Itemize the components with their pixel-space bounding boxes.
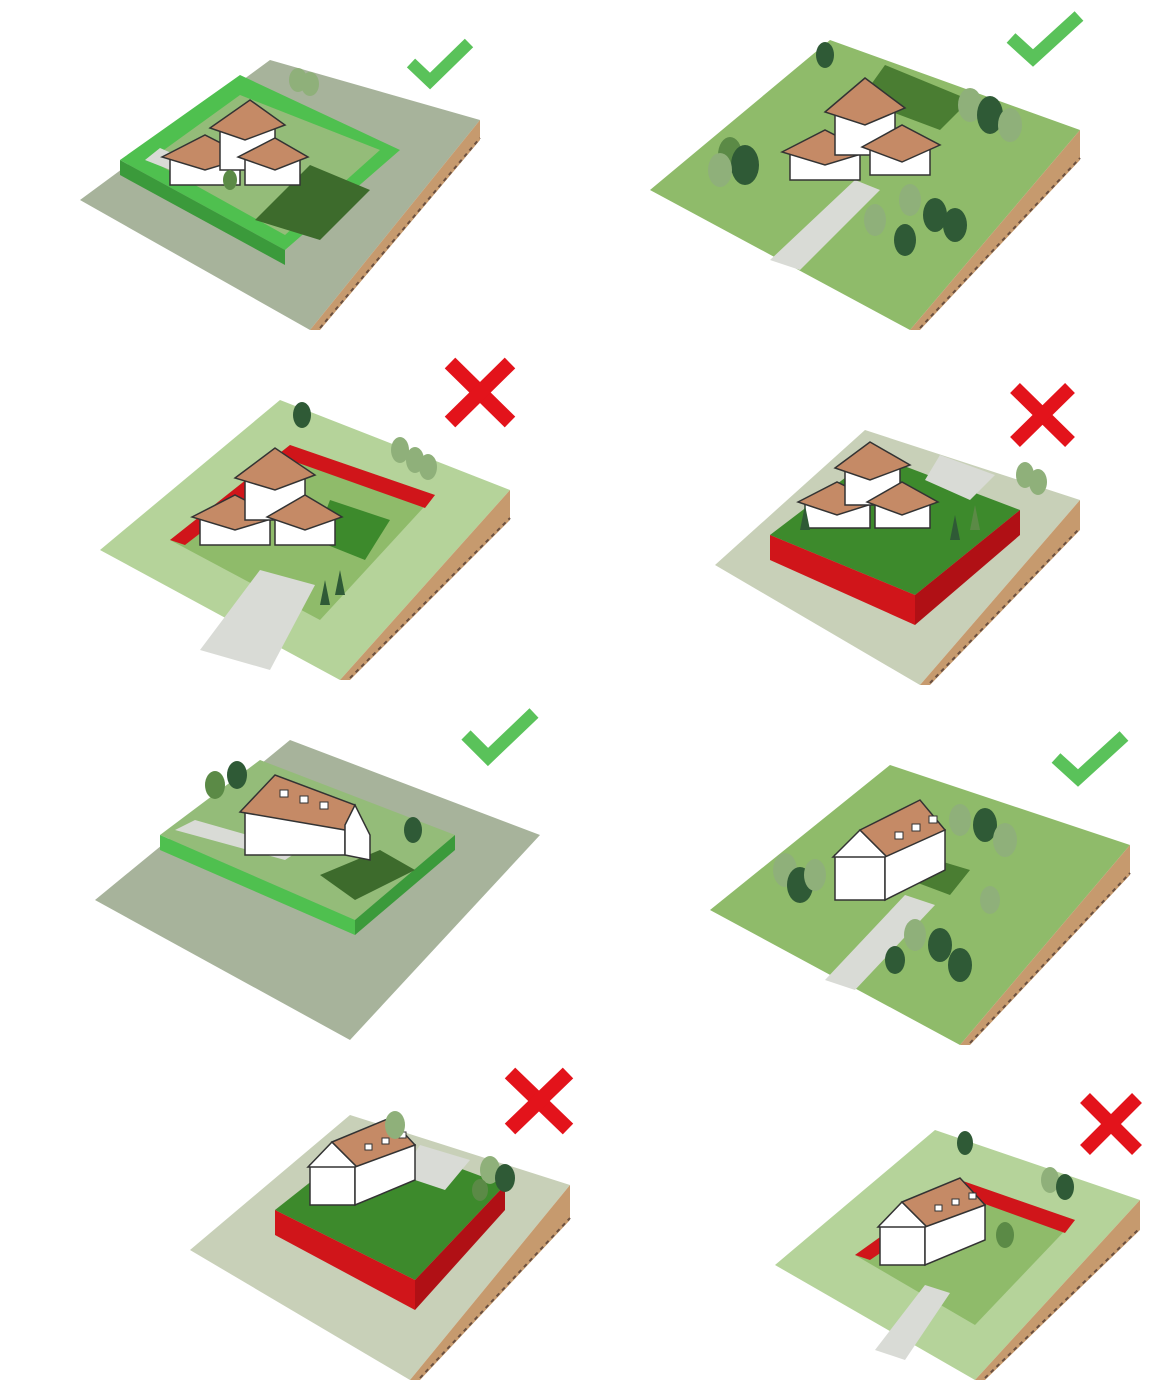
cross-icon (500, 1065, 578, 1137)
illustration-cottage-flat-terrace (95, 740, 540, 1040)
illustration-villa-natural-slope (640, 30, 1090, 330)
checkmark-icon (1050, 728, 1130, 788)
illustration-cottage-natural-slope (705, 760, 1135, 1045)
checkmark-icon (460, 705, 540, 767)
cross-icon (1075, 1090, 1147, 1158)
checkmark-icon (1005, 8, 1085, 68)
checkmark-icon (405, 35, 475, 90)
panel-villa-sunken (90, 390, 520, 680)
cross-icon (1005, 380, 1080, 450)
panel-cottage-raised-platform (190, 1110, 575, 1380)
panel-villa-natural-slope (640, 30, 1090, 330)
illustration-villa-sunken (90, 390, 520, 680)
illustration-cottage-sunken (775, 1125, 1145, 1380)
cross-icon (440, 355, 520, 430)
panel-villa-raised-platform (710, 420, 1090, 685)
illustration-cottage-raised-platform (190, 1110, 575, 1380)
panel-cottage-flat-terrace (95, 740, 540, 1040)
panel-cottage-natural-slope (705, 760, 1135, 1045)
illustration-villa-raised-platform (710, 420, 1090, 685)
panel-cottage-sunken (775, 1125, 1145, 1380)
